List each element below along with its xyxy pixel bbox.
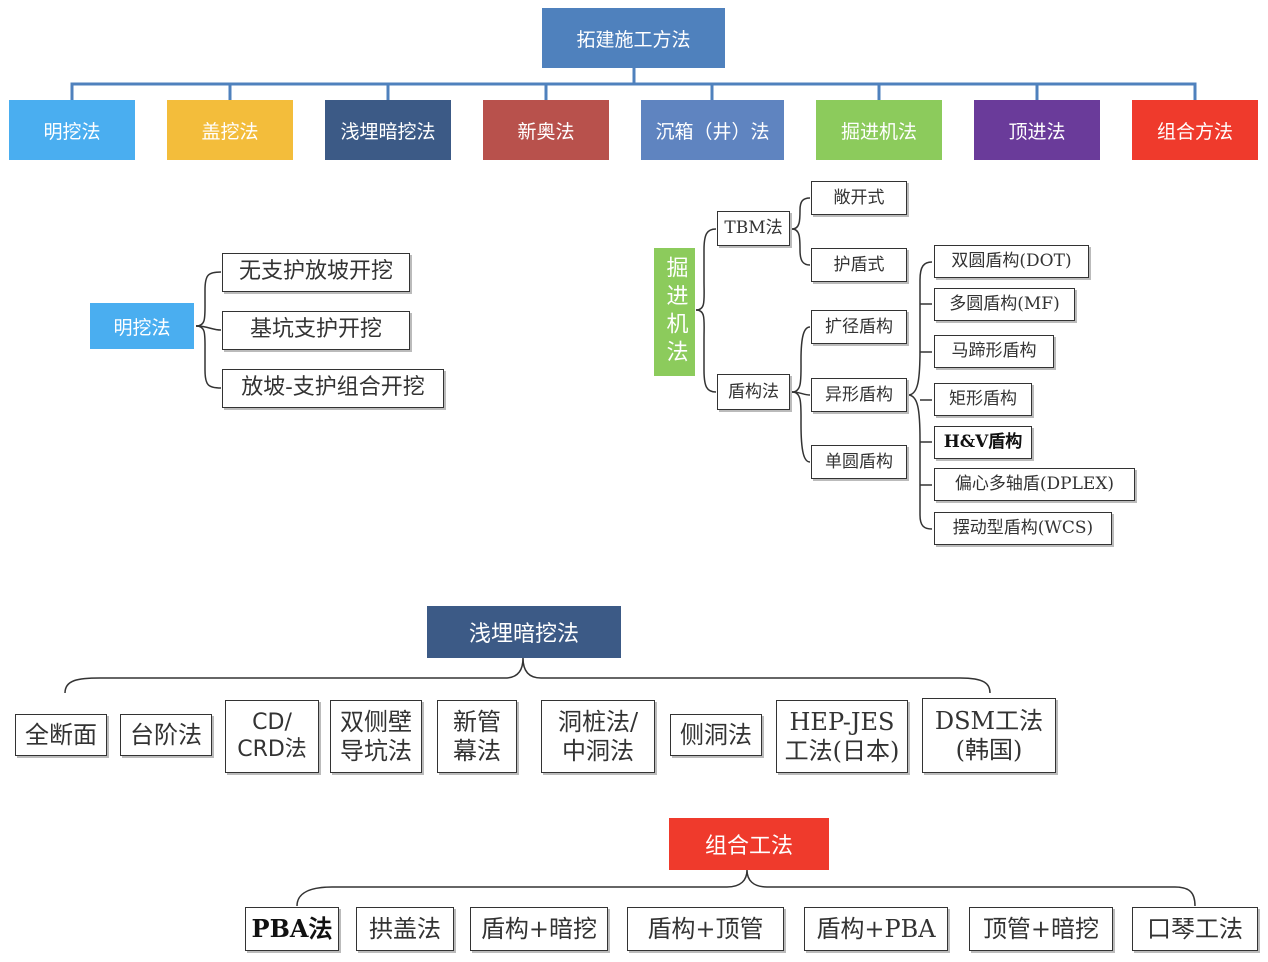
shield-method: 盾构法 xyxy=(717,374,790,410)
category-jacking: 顶进法 xyxy=(974,100,1100,160)
tbm-title: 掘进机法 xyxy=(654,248,695,376)
special-shield-horseshoe: 马蹄形盾构 xyxy=(934,335,1054,368)
special-shield-hv: H&V盾构 xyxy=(934,426,1032,459)
combined-item-pipe-mining: 顶管+暗挖 xyxy=(969,907,1113,951)
shallow-item-double-side-drift: 双侧壁 导坑法 xyxy=(330,700,422,773)
shallow-item-bench: 台阶法 xyxy=(120,714,212,756)
category-natm: 新奥法 xyxy=(483,100,609,160)
combined-item-shield-mining: 盾构+暗挖 xyxy=(470,907,608,951)
shallow-item-new-pipe-roof: 新管 幕法 xyxy=(437,700,517,773)
category-open-cut: 明挖法 xyxy=(9,100,135,160)
shallow-item-dsm: DSM工法 (韩国) xyxy=(922,698,1056,773)
special-shield-rectangular: 矩形盾构 xyxy=(934,383,1032,416)
category-caisson: 沉箱（井）法 xyxy=(641,100,784,160)
special-shield-dplex: 偏心多轴盾(DPLEX) xyxy=(934,468,1135,501)
open-cut-item-3: 放坡-支护组合开挖 xyxy=(222,369,444,408)
open-cut-title: 明挖法 xyxy=(90,303,194,349)
category-tbm: 掘进机法 xyxy=(816,100,942,160)
special-shield-mf: 多圆盾构(MF) xyxy=(934,288,1075,321)
category-combined: 组合方法 xyxy=(1132,100,1258,160)
shield-expanding: 扩径盾构 xyxy=(811,310,907,344)
category-cover-cut: 盖挖法 xyxy=(167,100,293,160)
shallow-title: 浅埋暗挖法 xyxy=(427,606,621,658)
open-cut-item-1: 无支护放坡开挖 xyxy=(222,253,410,292)
root-node: 拓建施工方法 xyxy=(542,8,725,68)
special-shield-wcs: 摆动型盾构(WCS) xyxy=(934,512,1112,545)
special-shield-dot: 双圆盾构(DOT) xyxy=(934,245,1089,278)
shallow-item-hep-jes: HEP-JES 工法(日本) xyxy=(776,700,908,773)
combined-title: 组合工法 xyxy=(669,818,829,870)
combined-item-shield-pipe: 盾构+顶管 xyxy=(627,907,784,951)
open-cut-item-2: 基坑支护开挖 xyxy=(222,311,410,350)
tbm-shielded-type: 护盾式 xyxy=(811,248,907,282)
shallow-item-cd-crd: CD/ CRD法 xyxy=(225,700,319,773)
shallow-item-full-face: 全断面 xyxy=(15,714,107,756)
shield-single-circle: 单圆盾构 xyxy=(811,445,907,479)
tbm-method: TBM法 xyxy=(717,211,790,246)
shallow-item-pile-drift: 洞桩法/ 中洞法 xyxy=(541,700,655,773)
combined-item-pba: PBA法 xyxy=(245,907,339,951)
shield-special-shape: 异形盾构 xyxy=(811,378,907,412)
combined-item-arch-cover: 拱盖法 xyxy=(356,907,454,951)
combined-item-harmonica: 口琴工法 xyxy=(1132,907,1258,951)
tbm-open-type: 敞开式 xyxy=(811,181,907,215)
combined-item-shield-pba: 盾构+PBA xyxy=(804,907,948,951)
category-shallow-tunnel: 浅埋暗挖法 xyxy=(325,100,451,160)
shallow-item-side-drift: 侧洞法 xyxy=(670,714,762,756)
